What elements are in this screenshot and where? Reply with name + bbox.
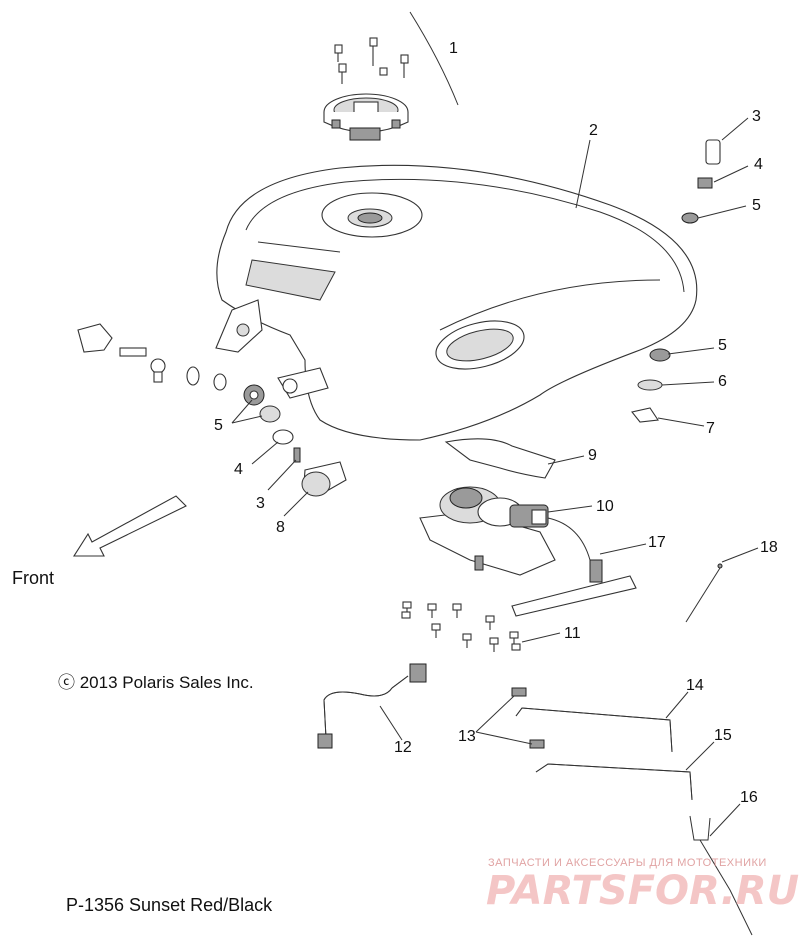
part-front-mount-hardware <box>77 323 347 497</box>
part-sender <box>511 559 637 617</box>
callout-1: 1 <box>449 40 458 57</box>
callout-18: 18 <box>760 539 778 556</box>
callout-7: 7 <box>706 420 715 437</box>
callout-5: 5 <box>752 197 761 214</box>
part-fuel-cap-assembly <box>323 37 409 141</box>
leader-18 <box>721 547 759 563</box>
callout-17: 17 <box>648 534 666 551</box>
callout-3: 3 <box>752 108 761 125</box>
leader-14 <box>665 691 689 719</box>
callout-14: 14 <box>686 677 704 694</box>
watermark: ЗАПЧАСТИ И АКСЕССУАРЫ ДЛЯ МОТОТЕХНИКИ PA… <box>486 857 799 914</box>
callout-12: 12 <box>394 739 412 756</box>
copyright-text: ⓒ 2013 Polaris Sales Inc. <box>58 673 254 692</box>
leaders-right <box>657 117 749 427</box>
part-screws <box>401 601 521 652</box>
callout-4: 4 <box>754 156 763 173</box>
callout-6: 6 <box>718 373 727 390</box>
callout-9: 9 <box>588 447 597 464</box>
leader-16 <box>709 803 741 837</box>
part-fuel-line-16 <box>689 815 753 936</box>
leader-10 <box>547 505 593 513</box>
drawing-code: P-1356 Sunset Red/Black <box>66 895 273 915</box>
callout-4: 4 <box>234 461 243 478</box>
leader-17 <box>599 543 647 555</box>
part-fuel-line-14 <box>515 707 673 753</box>
front-label: Front <box>12 568 54 588</box>
leader-1 <box>409 11 459 106</box>
callout-15: 15 <box>714 727 732 744</box>
part-fuel-line-15 <box>535 763 693 801</box>
callout-11: 11 <box>564 625 581 642</box>
callout-16: 16 <box>740 789 758 806</box>
watermark-logo: PARTSFOR.RU <box>486 868 799 914</box>
part-fuel-pump <box>419 486 591 576</box>
part-fittings <box>511 687 545 749</box>
part-gasket <box>444 438 556 479</box>
leader-15 <box>685 741 715 771</box>
callout-10: 10 <box>596 498 614 515</box>
part-fuel-tank <box>215 164 698 441</box>
part-vent-hose <box>317 663 427 749</box>
front-arrow-icon <box>72 495 187 557</box>
leader-9 <box>547 455 585 465</box>
leaders-left <box>231 399 309 517</box>
callouts: 1 2 3 4 5 5 6 7 9 10 17 18 5 4 3 8 11 14… <box>214 40 778 806</box>
callout-2: 2 <box>589 122 598 139</box>
callout-5: 5 <box>214 417 223 434</box>
callout-5: 5 <box>718 337 727 354</box>
callout-8: 8 <box>276 519 285 536</box>
watermark-tagline: ЗАПЧАСТИ И АКСЕССУАРЫ ДЛЯ МОТОТЕХНИКИ <box>488 857 767 869</box>
leader-11 <box>521 632 561 643</box>
callout-13: 13 <box>458 728 476 745</box>
leader-2 <box>575 139 591 209</box>
part-rear-mount-hardware <box>631 139 721 423</box>
leader-13 <box>475 695 533 745</box>
leader-12 <box>379 705 403 741</box>
callout-3: 3 <box>256 495 265 512</box>
part-rod <box>685 563 723 623</box>
